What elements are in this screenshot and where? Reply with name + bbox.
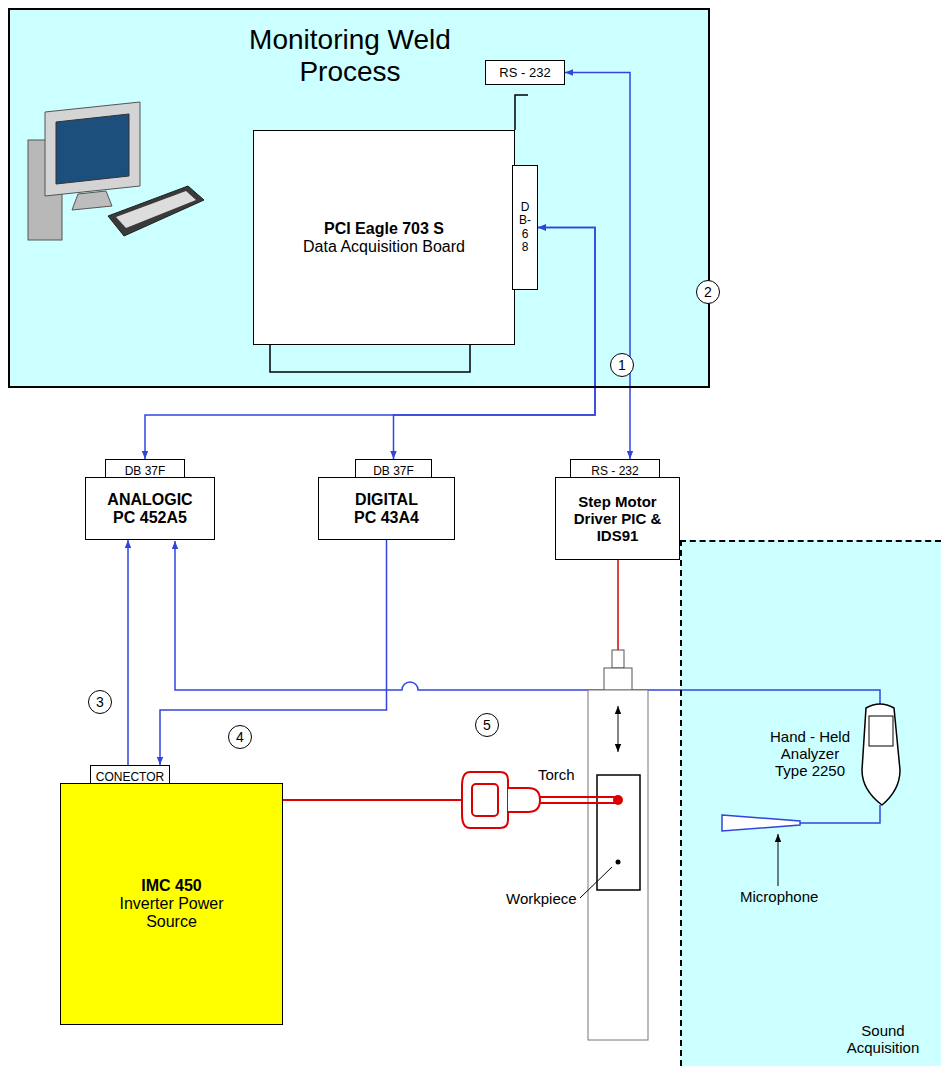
- monitor-screen: [56, 114, 129, 184]
- node-text: Step Motor Driver PIC & IDS91: [568, 493, 668, 544]
- computer-icon: [28, 102, 204, 240]
- node-text: CONECTOR: [96, 770, 164, 784]
- region-ground: [680, 540, 941, 1066]
- analyzer-screen: [869, 716, 893, 746]
- node-text: DB 37F: [125, 464, 166, 478]
- callout-number: 3: [88, 690, 112, 714]
- analyzer-body: [862, 704, 900, 805]
- torch-grip: [472, 784, 498, 816]
- motor-cable: [617, 560, 619, 650]
- callout-number: 2: [696, 280, 720, 304]
- node-text: IMC 450: [141, 877, 201, 895]
- driver-box: Step Motor Driver PIC & IDS91: [555, 477, 680, 560]
- motion-arrow: [617, 706, 618, 752]
- node-text: Inverter Power Source: [97, 895, 247, 931]
- node-text: DB-68: [519, 201, 531, 254]
- signal-wire: [175, 541, 880, 705]
- node-text: DB 37F: [373, 464, 414, 478]
- node-text: Sound Acquisition: [837, 1022, 929, 1056]
- node-text: RS - 232: [591, 464, 638, 478]
- callout-number: 5: [475, 713, 499, 737]
- node-text: ANALOGIC PC 452A5: [102, 491, 198, 527]
- panel-ground: [8, 8, 710, 388]
- board-box: PCI Eagle 703 SData Acquisition Board: [253, 130, 515, 345]
- signal-connector: [565, 73, 630, 460]
- step-motor-column: [588, 650, 648, 1040]
- module-box: ANALOGIC PC 452A5: [85, 477, 215, 540]
- callout-number: 4: [228, 725, 252, 749]
- leader-line: [580, 867, 612, 898]
- node-text: DIGITAL PC 43A4: [346, 491, 428, 527]
- leader-line: [778, 834, 779, 886]
- module-box: DIGITAL PC 43A4: [318, 477, 455, 540]
- step-motor: [604, 668, 632, 690]
- microphone-wire: [800, 805, 880, 823]
- power-source-box: IMC 450Inverter Power Source: [60, 783, 283, 1025]
- panel: Monitoring Weld Process RS - 232PCI Eagle…: [8, 8, 710, 388]
- analyzer-symbol: [862, 704, 900, 805]
- part-label: Hand - Held Analyzer Type 2250: [764, 728, 856, 779]
- part-label: Microphone: [740, 888, 818, 905]
- power-cable: [283, 799, 462, 801]
- board-bracket: [515, 95, 528, 130]
- monitor-stand: [72, 191, 112, 210]
- signal-connector: [160, 540, 387, 765]
- workpiece: [597, 775, 640, 890]
- node-text: PCI Eagle 703 S: [324, 220, 444, 238]
- torch-nozzle: [540, 797, 616, 803]
- monitor: [45, 102, 140, 196]
- slide-column: [588, 690, 648, 1040]
- workpiece-dot: [616, 860, 621, 865]
- keyboard: [108, 186, 204, 236]
- port-box: RS - 232: [485, 60, 565, 85]
- sound-region: Sound Acquisition: [680, 540, 941, 1066]
- torch-handle: [462, 772, 508, 828]
- keyboard-keys: [116, 191, 196, 228]
- board-bracket: [270, 345, 470, 372]
- arc-point: [614, 796, 622, 804]
- part-label: Workpiece: [506, 890, 577, 907]
- node-text: Data Acquisition Board: [303, 238, 465, 256]
- part-label: Torch: [538, 766, 575, 783]
- signal-connector: [127, 540, 129, 765]
- node-text: RS - 232: [499, 65, 550, 80]
- torch-body: [508, 788, 540, 812]
- connector-box: DB-68: [512, 165, 538, 290]
- microphone-symbol: [722, 815, 800, 831]
- node-text: Monitoring Weld Process: [232, 24, 468, 88]
- callout-number: 1: [610, 353, 634, 377]
- motor-shaft: [612, 650, 624, 668]
